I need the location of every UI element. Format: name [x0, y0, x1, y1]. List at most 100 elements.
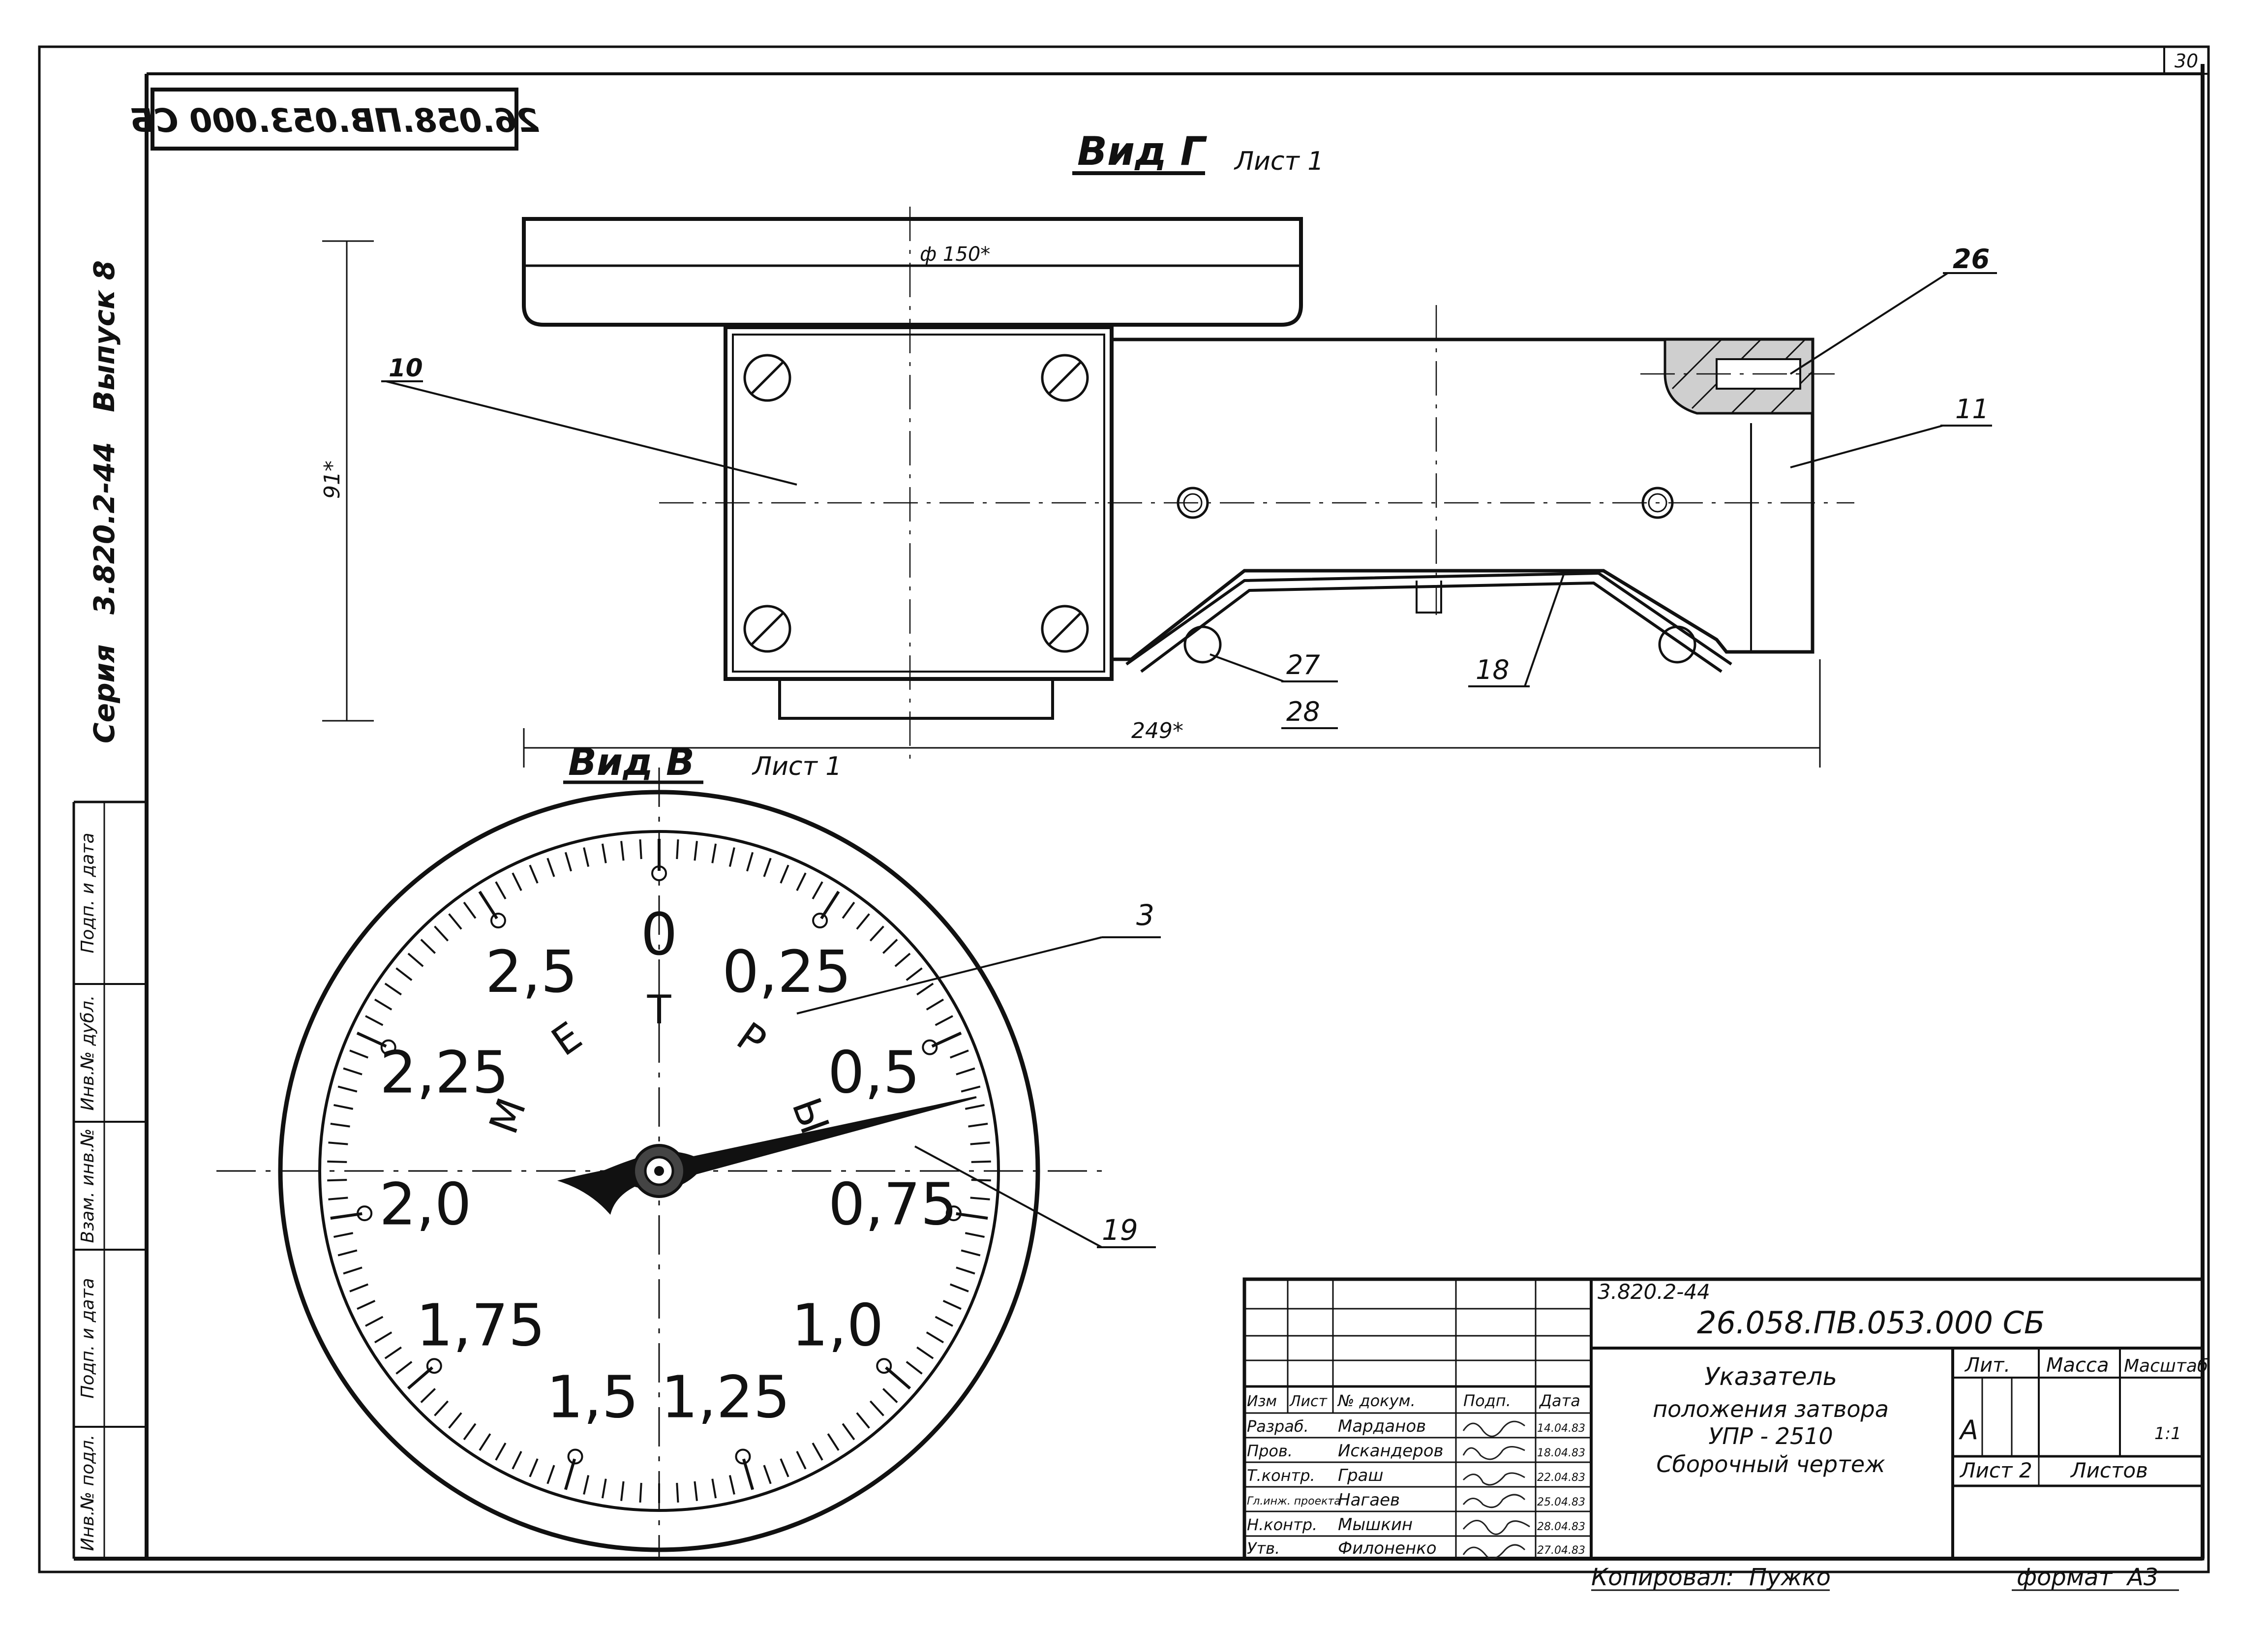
title-block-text: 3.820.2-44 26.058.ПВ.053.000 СБ Указател… — [1247, 1280, 2208, 1560]
dial-marker — [922, 1039, 938, 1055]
tb-title-line-1: Указатель — [1704, 1362, 1837, 1391]
tb-sheet-value: 2 — [2019, 1458, 2032, 1482]
dial-tick — [639, 1482, 642, 1503]
dial-tick — [676, 839, 679, 860]
dial-marker — [876, 1358, 892, 1374]
dial-tick — [620, 1481, 625, 1501]
dial-tick — [763, 1465, 772, 1484]
tb-sheet-label: Лист — [1959, 1458, 2013, 1482]
dial-marker — [651, 865, 667, 881]
left-col-label-2: Подп. и дата — [78, 1278, 98, 1398]
dial-tick — [935, 1316, 953, 1327]
dial-tick — [337, 1085, 358, 1093]
dial-marker — [945, 1205, 962, 1222]
dial-tick — [676, 1482, 679, 1503]
dial-tick — [333, 1232, 354, 1238]
tb-scale-label: Масштаб — [2124, 1356, 2208, 1376]
dial-tick — [711, 843, 717, 863]
tb-role: Утв. — [1247, 1539, 1280, 1558]
tb-title-line-3: УПР - 2510 — [1708, 1423, 1833, 1449]
dial-tick — [796, 1450, 807, 1470]
dial-tick — [961, 1249, 981, 1257]
dial-tick — [365, 1316, 384, 1327]
dial-unit-letter: Е — [544, 1013, 590, 1065]
dial-tick — [965, 1232, 985, 1238]
dial-tick — [856, 913, 870, 930]
side-series-label: Серия 3.820.2-44 Выпуск 8 — [88, 260, 121, 743]
callout-11: 11 — [1955, 394, 1989, 425]
tb-series-code: 3.820.2-44 — [1598, 1280, 1710, 1304]
dim-height: 91* — [320, 461, 345, 499]
dial-unit-letter: Р — [728, 1014, 774, 1065]
tb-date: 18.04.83 — [1537, 1447, 1585, 1459]
dial-tick — [384, 983, 402, 996]
tb-role: Разраб. — [1247, 1417, 1309, 1436]
dial-tick — [546, 1465, 555, 1484]
view-g-sheet-ref: Лист 1 — [1234, 147, 1324, 176]
dial-tick — [529, 864, 539, 884]
dial-tick — [365, 1015, 384, 1026]
dial-tick — [926, 1331, 944, 1344]
callout-28: 28 — [1286, 696, 1320, 727]
dial-scale-label: 1,5 — [546, 1363, 639, 1431]
tb-scale-value: 1:1 — [2154, 1424, 2181, 1444]
tb-date: 27.04.83 — [1537, 1544, 1585, 1557]
tb-name: Мышкин — [1338, 1515, 1413, 1535]
dial-tick — [935, 1015, 953, 1026]
dial-tick — [728, 847, 735, 867]
dial-marker — [426, 1358, 442, 1374]
dial-tick — [694, 1481, 698, 1501]
dial-tick — [970, 1197, 990, 1200]
dial-tick — [395, 967, 413, 981]
dial-scale-label: 0,75 — [828, 1170, 958, 1238]
outer-frame — [38, 45, 2210, 1573]
dial-tick — [926, 998, 944, 1011]
dial-tick — [694, 841, 698, 861]
tb-name: Нагаев — [1338, 1490, 1400, 1510]
dial-tick — [950, 1283, 969, 1292]
tb-name: Искандеров — [1338, 1441, 1444, 1461]
dial-tick — [512, 1450, 522, 1470]
dial-tick — [349, 1283, 368, 1292]
dial-tick — [495, 1442, 507, 1461]
dial-tick — [711, 1478, 717, 1499]
screw-group — [743, 354, 1089, 653]
dial-tick — [968, 1122, 988, 1128]
dial-tick — [970, 1141, 990, 1145]
dial-tick — [961, 1085, 981, 1093]
tb-lit-label: Лит. — [1964, 1354, 2010, 1377]
dial-tick — [956, 1266, 975, 1275]
dial-tick — [512, 872, 522, 892]
dial-tick — [916, 983, 934, 996]
dial-tick — [395, 1361, 413, 1375]
callout-10: 10 — [389, 354, 423, 382]
dial-tick — [763, 858, 772, 877]
dial-tick — [546, 858, 555, 877]
dial-scale-label: 1,0 — [791, 1291, 884, 1359]
dial-tick — [620, 841, 625, 861]
dial-tick — [407, 953, 424, 967]
dial-tick — [448, 1412, 462, 1429]
dial-scale-label: 0,5 — [828, 1039, 920, 1107]
dial-tick — [950, 1049, 969, 1059]
dial-tick — [842, 901, 855, 919]
dial-tick — [384, 1346, 402, 1359]
tb-role: Н.контр. — [1247, 1515, 1317, 1534]
dial-tick — [746, 852, 754, 872]
dial-ticks — [327, 839, 991, 1503]
dial-scale-label: 0,25 — [722, 938, 851, 1006]
left-col-label-5: Подп. и дата — [78, 832, 98, 953]
dial-tick — [856, 1412, 870, 1429]
dial-tick — [869, 1400, 884, 1416]
dial-tick — [583, 1475, 590, 1495]
dial-tick — [942, 1299, 962, 1310]
dial-marker — [567, 1448, 583, 1465]
dial-scale-labels: 00,250,50,751,01,251,51,752,02,252,5 — [379, 900, 957, 1431]
dial-tick — [330, 1122, 350, 1128]
left-col-label-1: Инв.№ подл. — [78, 1435, 98, 1551]
dial-scale-label: 1,25 — [661, 1363, 790, 1431]
dial-tick — [796, 872, 807, 892]
sheet-number-cell — [2163, 46, 2209, 75]
dial-tick — [357, 1299, 376, 1310]
